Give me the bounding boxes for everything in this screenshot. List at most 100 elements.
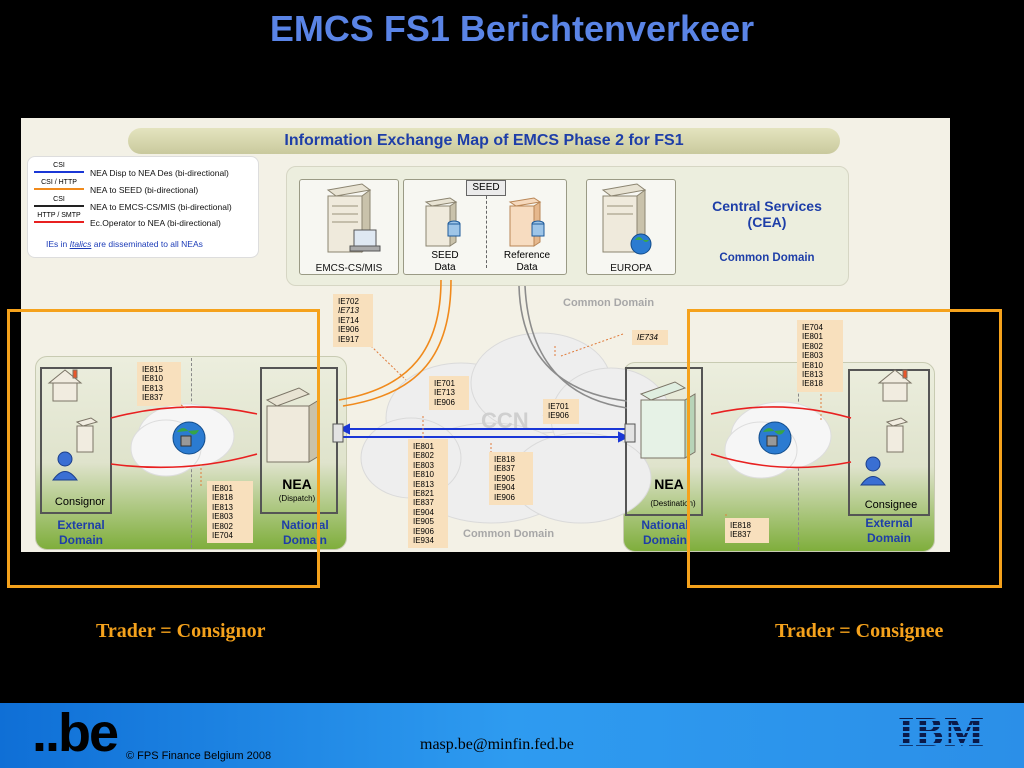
legend-line-http	[34, 188, 84, 190]
ie-code: IE802	[802, 341, 823, 351]
trader-consignee-label: Trader = Consignee	[775, 620, 944, 642]
consignee-label: Consignee	[864, 499, 918, 511]
ie-code: IE906	[548, 411, 569, 421]
ie-list-ie734: IE734	[632, 330, 668, 346]
ie-code: IE906	[413, 526, 434, 536]
emcs-label: EMCS-CS/MIS	[315, 263, 383, 274]
ie-code: IE906	[434, 397, 455, 407]
ie-code: IE701	[434, 379, 455, 388]
seed-data-label: SEED Data	[431, 250, 459, 273]
trader-consignor-label: Trader = Consignor	[96, 620, 266, 642]
exchange-map: Information Exchange Map of EMCS Phase 2…	[21, 118, 950, 552]
legend-text: NEA to SEED (bi-directional)	[90, 185, 199, 195]
ie-code: IE821	[413, 489, 434, 499]
ie-code: IE818	[212, 493, 233, 503]
ie-code: IE802	[212, 521, 233, 531]
ie-code: IE734	[637, 333, 658, 342]
europa-server-box: EUROPA	[586, 179, 676, 275]
copyright: © FPS Finance Belgium 2008	[126, 750, 272, 762]
consignee-frame	[687, 309, 1002, 588]
ie-code: IE818	[802, 379, 823, 389]
ie-code: IE801	[413, 442, 434, 451]
ie-code: IE905	[494, 473, 515, 483]
nea-dispatch-label: NEA	[282, 476, 312, 492]
legend-text: NEA Disp to NEA Des (bi-directional)	[90, 168, 229, 178]
ie-code: IE803	[802, 351, 823, 361]
legend-tag: CSI	[53, 162, 65, 169]
nea-destination-label: NEA	[654, 476, 684, 492]
legend-line-smtp	[34, 221, 84, 223]
ie-code: IE934	[413, 536, 434, 546]
right-external-domain: External Domain	[865, 516, 913, 545]
ie-code: IE837	[730, 530, 751, 540]
ie-code: IE802	[413, 451, 434, 461]
be-logo-text: .be	[45, 703, 119, 763]
ie-code: IE713	[338, 306, 359, 316]
be-logo-dot: .	[32, 703, 47, 763]
common-domain-bottom: Common Domain	[463, 528, 555, 540]
ie-code: IE810	[413, 470, 434, 480]
ie-code: IE905	[413, 517, 434, 527]
ie-code: IE837	[142, 393, 163, 403]
emcs-server-box: EMCS-CS/MIS	[299, 179, 399, 275]
legend-text: NEA to EMCS-CS/MIS (bi-directional)	[90, 202, 232, 212]
ie-code: IE704	[212, 531, 233, 541]
ie-code: IE701	[548, 402, 569, 411]
ie-code: IE906	[338, 325, 359, 335]
legend-note-italic: Italics	[69, 239, 92, 249]
consignor-frame	[7, 309, 320, 588]
europa-label: EUROPA	[610, 263, 652, 274]
legend-note-prefix: IEs in	[46, 239, 68, 249]
legend: CSI NEA Disp to NEA Des (bi-directional)…	[27, 156, 259, 258]
ie-code: IE813	[413, 479, 434, 489]
ie-code: IE810	[802, 360, 823, 370]
legend-tag: CSI / HTTP	[41, 179, 77, 186]
seed-server-box: SEED SEED Data Reference Data	[403, 179, 567, 275]
legend-note-suffix: are disseminated to all NEAs	[93, 239, 203, 249]
ie-code: IE714	[338, 315, 359, 325]
ie-code: IE803	[212, 512, 233, 522]
ie-code: IE702	[338, 297, 359, 306]
contact-email[interactable]: masp.be@minfin.fed.be	[420, 736, 574, 753]
ie-code: IE818	[494, 455, 515, 464]
ibm-logo: IBM	[898, 710, 985, 756]
map-header: Information Exchange Map of EMCS Phase 2…	[128, 128, 840, 154]
nea-destination-sub: (Destination)	[650, 499, 696, 508]
left-external-domain: External Domain	[57, 518, 105, 547]
nea-dispatch-sub: (Dispatch)	[278, 494, 316, 503]
slide-title: EMCS FS1 Berichtenverkeer	[269, 8, 755, 49]
seed-tag: SEED	[466, 180, 506, 196]
left-national-domain: National Domain	[281, 518, 329, 547]
footer-bar: ..be © FPS Finance Belgium 2008 masp.be@…	[0, 703, 1024, 768]
ie-code: IE704	[802, 323, 823, 332]
ie-code: IE818	[730, 521, 751, 530]
ie-code: IE813	[142, 383, 163, 393]
ie-code: IE801	[212, 484, 233, 493]
ie-code: IE803	[413, 460, 434, 470]
central-services-title: Central Services (CEA)	[712, 198, 822, 230]
legend-tag: CSI	[53, 196, 65, 203]
consignor-label: Consignor	[54, 496, 106, 508]
legend-tag: HTTP / SMTP	[37, 212, 81, 219]
legend-line-cs	[34, 205, 84, 207]
right-national-domain: National Domain	[641, 518, 689, 547]
ie-code: IE837	[494, 464, 515, 474]
ie-code: IE813	[802, 370, 823, 380]
ie-code: IE917	[338, 334, 359, 344]
central-common-domain: Common Domain	[719, 252, 815, 264]
ie-code: IE713	[434, 388, 455, 398]
database-server-icon	[424, 197, 545, 247]
ie-code: IE837	[413, 498, 434, 508]
ie-code: IE810	[142, 374, 163, 384]
server-globe-icon	[601, 183, 652, 255]
ie-code: IE906	[494, 492, 515, 502]
